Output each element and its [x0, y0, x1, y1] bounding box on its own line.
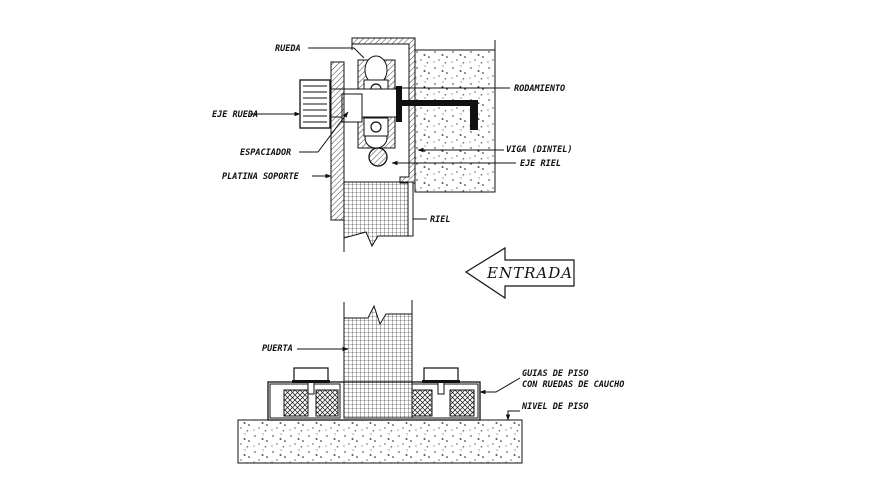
- top-detail: RUEDA RODAMIENTO EJE RUEDA ESPACIADOR VI…: [212, 37, 573, 252]
- label-eje-rueda: EJE RUEDA: [212, 110, 258, 120]
- bottom-detail: PUERTA GUIAS DE PISO CON RUEDAS DE CAUCH…: [237, 300, 624, 464]
- floor-guide-right: [411, 367, 479, 419]
- floor-guide-left: [269, 367, 341, 419]
- label-guias-line2: CON RUEDAS DE CAUCHO: [522, 380, 624, 390]
- door-leaf-top: [343, 181, 409, 248]
- label-rueda: RUEDA: [275, 44, 301, 54]
- floor-slab: [237, 419, 523, 464]
- rail-bar: [368, 147, 388, 167]
- label-viga: VIGA (DINTEL): [506, 145, 573, 155]
- beam-concrete: [414, 49, 496, 193]
- door-leaf-bottom: [343, 304, 413, 419]
- support-plate: [330, 61, 345, 221]
- label-espaciador: ESPACIADOR: [240, 148, 291, 158]
- label-eje-riel: EJE RIEL: [520, 159, 561, 169]
- label-riel: RIEL: [430, 215, 450, 225]
- label-guias-line1: GUIAS DE PISO: [522, 369, 589, 379]
- entrance-arrow: ENTRADA: [464, 246, 575, 300]
- beam-anchor-bar: [398, 100, 478, 130]
- axle: [299, 79, 402, 129]
- label-entrada: ENTRADA: [486, 264, 573, 282]
- label-nivel-de-piso: NIVEL DE PISO: [521, 402, 589, 412]
- label-puerta: PUERTA: [262, 344, 293, 354]
- label-platina: PLATINA SOPORTE: [222, 172, 300, 182]
- label-rodamiento: RODAMIENTO: [514, 84, 565, 94]
